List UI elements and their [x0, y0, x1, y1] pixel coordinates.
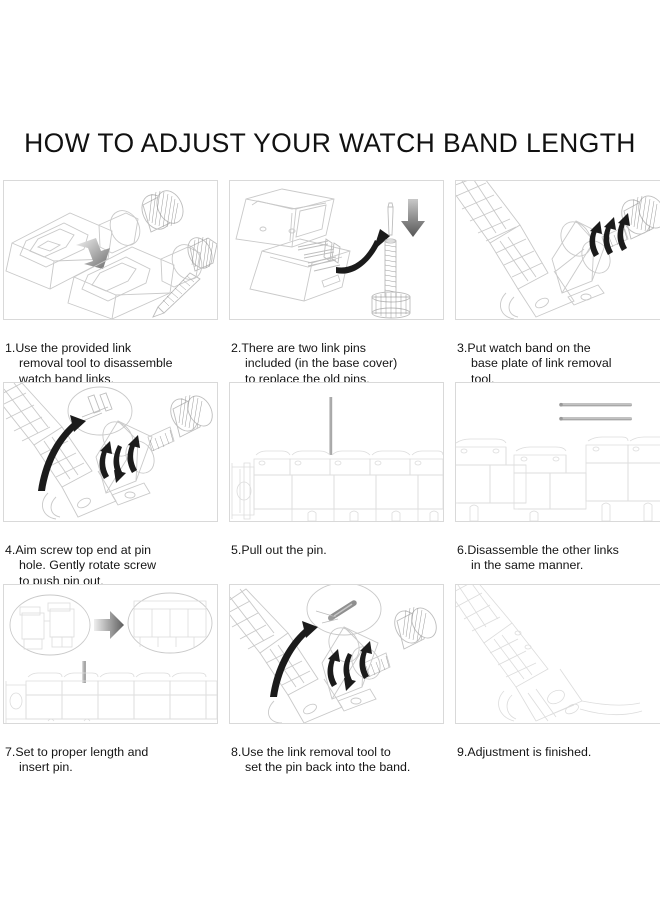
gray-arrow-icon: [94, 611, 124, 639]
step-text-1: 1.Use the provided link removal tool to …: [5, 341, 173, 386]
step-text-9: 9.Adjustment is finished.: [457, 745, 592, 760]
step-illustration-5: [229, 382, 444, 522]
step-illustration-3: [455, 180, 660, 320]
removed-pins: [559, 402, 632, 421]
illustration-finished-band: [456, 585, 643, 722]
rotation-arrows-icon: [99, 435, 140, 483]
screw-pin: [152, 272, 201, 318]
illustration-set-length-insert-pin: [5, 592, 217, 723]
illustration-pull-out-pin: [231, 397, 443, 521]
step-caption-4: 4.Aim screw top end at pin hole. Gently …: [3, 522, 218, 587]
step-caption-9: 9.Adjustment is finished.: [455, 724, 660, 786]
step-cell-7: 7.Set to proper length and insert pin.: [3, 584, 218, 786]
callout-before: [9, 594, 91, 656]
step-illustration-2: [229, 180, 444, 320]
step-caption-8: 8.Use the link removal tool to set the p…: [229, 724, 444, 786]
step-text-8: 8.Use the link removal tool to set the p…: [231, 745, 411, 775]
step-cell-2: 2.There are two link pins included (in t…: [229, 180, 444, 386]
step-illustration-7: [3, 584, 218, 724]
magnified-callout: [67, 386, 133, 436]
step-illustration-6: [455, 382, 660, 522]
step-illustration-9: [455, 584, 660, 724]
magnified-callout: [306, 585, 382, 636]
step-text-6: 6.Disassemble the other links in the sam…: [457, 543, 619, 573]
step-text-3: 3.Put watch band on the base plate of li…: [457, 341, 612, 386]
step-cell-9: 9.Adjustment is finished.: [455, 584, 660, 786]
step-text-7: 7.Set to proper length and insert pin.: [5, 745, 149, 775]
step-caption-7: 7.Set to proper length and insert pin.: [3, 724, 218, 786]
step-cell-6: 6.Disassemble the other links in the sam…: [455, 382, 660, 584]
pin-in-callout: [328, 600, 357, 621]
step-caption-1: 1.Use the provided link removal tool to …: [3, 320, 218, 385]
step-text-2: 2.There are two link pins included (in t…: [231, 341, 398, 386]
illustration-disassembled-links: [456, 402, 660, 521]
step-illustration-8: [229, 584, 444, 724]
curved-arrow-icon: [270, 621, 318, 697]
callout-after: [127, 592, 213, 654]
step-illustration-1: [3, 180, 218, 320]
step-illustration-4: [3, 382, 218, 522]
step-text-4: 4.Aim screw top end at pin hole. Gently …: [5, 543, 157, 588]
gray-down-arrow-icon: [401, 199, 425, 237]
gray-arrow-icon: [76, 238, 110, 269]
illustration-link-removal-tool: [5, 190, 217, 319]
rotation-arrows-icon: [589, 213, 630, 257]
step-cell-3: 3.Put watch band on the base plate of li…: [455, 180, 660, 386]
curved-arrow-icon: [38, 415, 86, 491]
screw-with-knob: [384, 238, 397, 298]
step-text-5: 5.Pull out the pin.: [231, 543, 327, 558]
removed-pin: [329, 397, 333, 455]
step-cell-5: 5.Pull out the pin.: [229, 382, 444, 584]
page-title: HOW TO ADJUST YOUR WATCH BAND LENGTH: [24, 128, 636, 158]
curved-arrow-icon: [336, 229, 390, 274]
illustration-base-cover-with-pins: [235, 188, 425, 319]
step-caption-2: 2.There are two link pins included (in t…: [229, 320, 444, 385]
illustration-aim-screw-at-pin-hole: [4, 383, 213, 520]
step-caption-6: 6.Disassemble the other links in the sam…: [455, 522, 660, 584]
spare-pins: [297, 238, 341, 272]
step-cell-8: 8.Use the link removal tool to set the p…: [229, 584, 444, 786]
step-caption-3: 3.Put watch band on the base plate of li…: [455, 320, 660, 385]
step-cell-4: 4.Aim screw top end at pin hole. Gently …: [3, 382, 218, 588]
inserted-pin: [82, 661, 86, 683]
rotation-arrows-icon: [327, 641, 372, 691]
illustration-band-on-base-plate: [456, 181, 660, 319]
illustration-set-pin-back: [230, 585, 437, 723]
step-cell-1: 1.Use the provided link removal tool to …: [3, 180, 218, 386]
step-caption-5: 5.Pull out the pin.: [229, 522, 444, 584]
replacement-pin: [387, 202, 394, 236]
steps-grid: 1.Use the provided link removal tool to …: [3, 180, 660, 786]
